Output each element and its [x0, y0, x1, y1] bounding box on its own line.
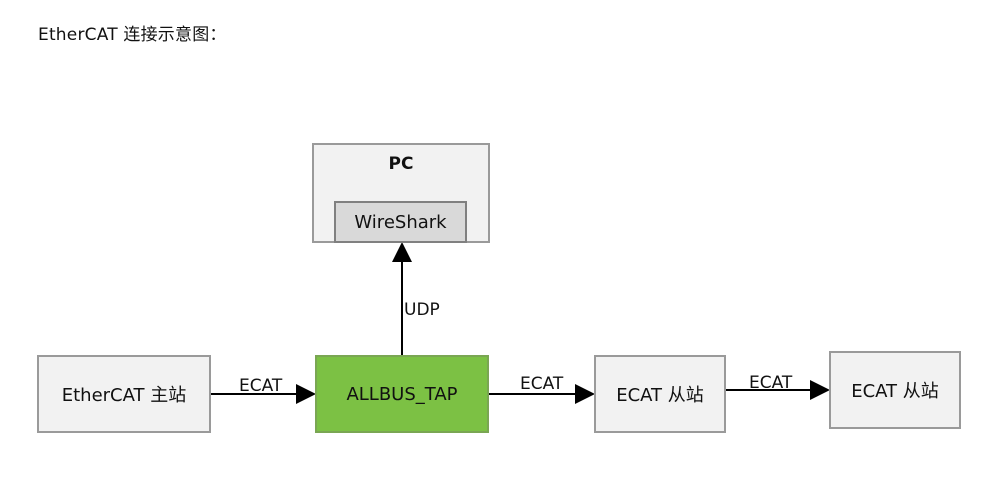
- allbus-tap-node: ALLBUS_TAP: [315, 355, 489, 433]
- ecat-slave-node-2: ECAT 从站: [829, 351, 961, 429]
- edge-label-master-to-tap: ECAT: [239, 376, 283, 396]
- ethercat-master-node: EtherCAT 主站: [37, 355, 211, 433]
- edge-label-tap-to-pc: UDP: [404, 300, 440, 320]
- ecat-slave-node-1: ECAT 从站: [594, 355, 726, 433]
- edge-label-slave-1-to-slave-2: ECAT: [749, 373, 793, 393]
- pc-label: PC: [388, 154, 414, 174]
- edge-label-tap-to-slave-1: ECAT: [520, 374, 564, 394]
- wireshark-node: WireShark: [334, 201, 467, 243]
- page-title: EtherCAT 连接示意图：: [38, 25, 227, 45]
